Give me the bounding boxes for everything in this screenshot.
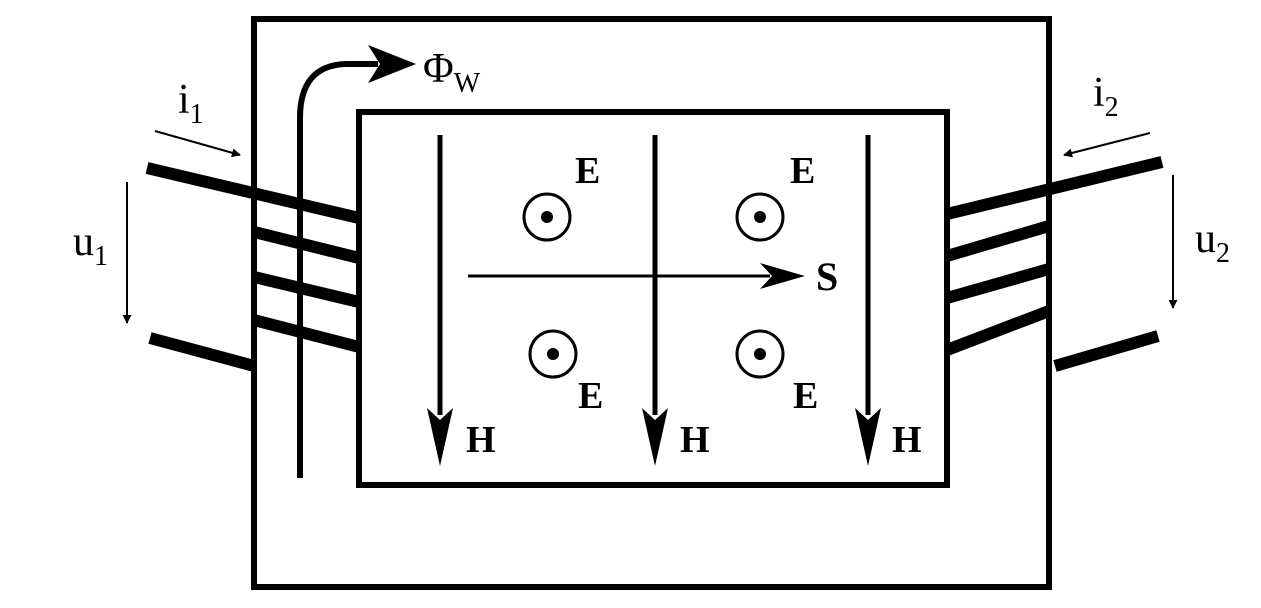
current-2-arrow	[1063, 132, 1151, 158]
flux-label: ΦW	[423, 46, 481, 99]
e-field-symbols	[522, 192, 785, 379]
current-1-label: i1	[178, 77, 204, 130]
flux-subscript: W	[454, 68, 481, 99]
h-label-left: H	[466, 419, 496, 461]
current-2-label: i2	[1093, 70, 1119, 123]
current-1-arrow	[154, 130, 241, 158]
e-out-of-page-icon	[522, 192, 572, 242]
e-label-bottom-right: E	[793, 375, 818, 417]
h-field-arrows	[427, 135, 881, 466]
s-arrowhead	[760, 263, 805, 289]
primary-winding	[145, 162, 361, 372]
h-arrowhead-middle	[642, 408, 668, 466]
e-out-of-page-icon	[735, 329, 785, 379]
h-label-middle: H	[680, 419, 710, 461]
e-label-top-left: E	[575, 150, 600, 192]
flux-arrowhead	[368, 45, 416, 83]
flux-symbol: Φ	[423, 46, 454, 92]
flux-path-arrow	[297, 61, 378, 478]
secondary-winding	[944, 156, 1164, 372]
h-label-right: H	[892, 419, 922, 461]
s-label: S	[816, 254, 838, 299]
e-out-of-page-icon	[735, 192, 785, 242]
h-arrowhead-right	[855, 408, 881, 466]
e-label-bottom-left: E	[578, 375, 603, 417]
h-arrowhead-left	[427, 408, 453, 466]
e-label-top-right: E	[790, 150, 815, 192]
voltage-1-label: u1	[73, 219, 108, 272]
e-out-of-page-icon	[528, 329, 578, 379]
outer-core-outline	[251, 16, 1052, 590]
voltage-2-label: u2	[1195, 216, 1230, 269]
